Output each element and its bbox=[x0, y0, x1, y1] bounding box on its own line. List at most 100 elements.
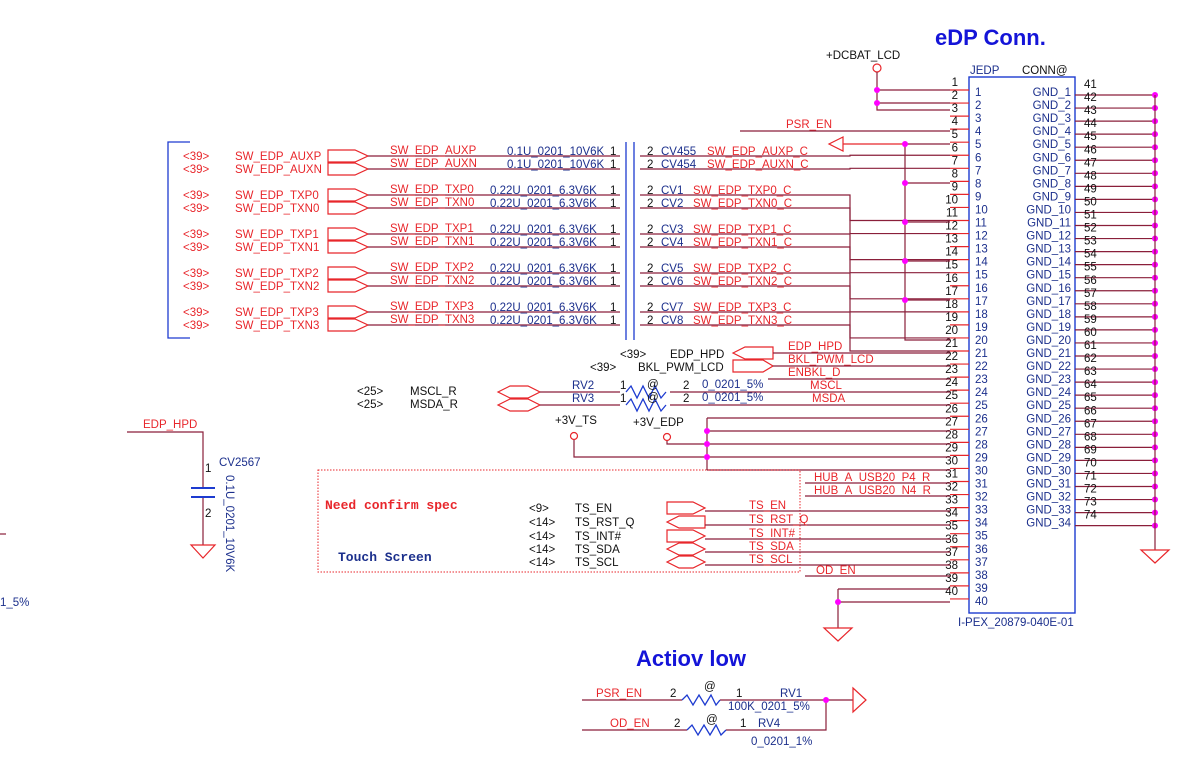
connector-outer-pin-number: 20 bbox=[945, 325, 958, 337]
power-3v-ts-label: +3V_TS bbox=[555, 415, 597, 427]
connector-outer-pin-number: 17 bbox=[945, 286, 958, 298]
connector-inner-pin-number: 5 bbox=[975, 139, 981, 151]
connector-outer-pin-number: 2 bbox=[952, 90, 958, 102]
connector-outer-pin-number: 29 bbox=[945, 442, 958, 454]
connector-gnd-pin-number: 49 bbox=[1084, 183, 1097, 195]
coupling-cap-ref: CV6 bbox=[661, 276, 683, 288]
connector-gnd-pin-number: 53 bbox=[1084, 236, 1097, 248]
connector-outer-pin-number: 31 bbox=[945, 469, 958, 481]
connector-outer-pin-number: 22 bbox=[945, 351, 958, 363]
connector-inner-pin-number: 30 bbox=[975, 465, 988, 477]
wire-usb bbox=[805, 482, 950, 497]
diff-pair-net-label: SW_EDP_TXP1 bbox=[390, 223, 474, 235]
mscl-msda-bidir-ports bbox=[496, 385, 542, 412]
connector-inner-pin-number: 26 bbox=[975, 413, 988, 425]
connector-outer-pin-number: 28 bbox=[945, 429, 958, 441]
hpd-cap-net: EDP_HPD bbox=[143, 419, 197, 431]
connector-outer-pin-number: 19 bbox=[945, 312, 958, 324]
net-usb-n: HUB_A_USB20_N4_R bbox=[814, 485, 931, 497]
pin-number: 2 bbox=[674, 718, 680, 730]
connector-inner-pin-number: 32 bbox=[975, 492, 988, 504]
connector-gnd-label: GND_18 bbox=[1026, 309, 1071, 321]
mscl-r-label: MSCL_R bbox=[410, 386, 457, 398]
coupling-cap-value: 0.22U_0201_6.3V6K bbox=[490, 315, 597, 327]
diff-pair-input-label: SW_EDP_AUXN bbox=[235, 164, 322, 176]
diff-pair-port bbox=[327, 266, 370, 280]
junction bbox=[902, 258, 908, 264]
assembly-mark: @ bbox=[647, 392, 659, 404]
diff-pair-input-label: SW_EDP_TXN0 bbox=[235, 203, 319, 215]
junction bbox=[874, 100, 880, 106]
connector-gnd-pin-number: 41 bbox=[1084, 79, 1097, 91]
diff-pair-port bbox=[327, 201, 370, 215]
msda-ref: <25> bbox=[357, 399, 384, 411]
connector-gnd-pin-number: 67 bbox=[1084, 418, 1097, 430]
edp-hpd-port bbox=[731, 346, 774, 360]
connector-outer-pin-number: 15 bbox=[945, 260, 958, 272]
connector-outer-pin-number: 30 bbox=[945, 455, 958, 467]
connector-gnd-pin-number: 70 bbox=[1084, 457, 1097, 469]
diff-pair-port bbox=[327, 279, 370, 293]
capacitor-cv2567 bbox=[191, 487, 215, 498]
connector-outer-pin-number: 38 bbox=[945, 560, 958, 572]
connector-inner-pin-number: 27 bbox=[975, 426, 988, 438]
pin-number: 2 bbox=[647, 302, 653, 314]
connector-gnd-pin-number: 58 bbox=[1084, 301, 1097, 313]
output-port bbox=[852, 686, 867, 714]
touch-signal-ref: <9> bbox=[529, 503, 549, 515]
diff-pair-port bbox=[327, 149, 370, 163]
junction bbox=[835, 599, 841, 605]
rv3-ref: RV3 bbox=[572, 393, 594, 405]
connector-inner-pin-number: 7 bbox=[975, 165, 981, 177]
connector-gnd-pin-number: 56 bbox=[1084, 275, 1097, 287]
pin-number: 1 bbox=[620, 393, 626, 405]
diff-pair-input-label: SW_EDP_TXN1 bbox=[235, 242, 319, 254]
connector-gnd-label: GND_15 bbox=[1026, 270, 1071, 282]
connector-gnd-pin-number: 43 bbox=[1084, 105, 1097, 117]
diff-pair-net-label: SW_EDP_TXN2 bbox=[390, 275, 474, 287]
coupling-cap-ref: CV4 bbox=[661, 237, 684, 249]
connector-inner-pin-number: 25 bbox=[975, 400, 988, 412]
net-mscl: MSCL bbox=[810, 380, 843, 392]
connector-gnd-pin-number: 59 bbox=[1084, 314, 1097, 326]
connector-gnd-pin-number: 72 bbox=[1084, 484, 1097, 496]
touch-signal-label: TS_SDA bbox=[575, 544, 620, 556]
pin-number: 2 bbox=[647, 198, 653, 210]
touch-signal-ref: <14> bbox=[529, 557, 556, 569]
connector-gnd-pin-number: 64 bbox=[1084, 379, 1097, 391]
connector-inner-pin-number: 22 bbox=[975, 361, 988, 373]
touch-signal-net: TS_SDA bbox=[749, 541, 794, 553]
gnd-ties bbox=[905, 143, 950, 301]
connector-inner-pin-number: 34 bbox=[975, 518, 988, 530]
rv2-ref: RV2 bbox=[572, 380, 594, 392]
pin-number: 2 bbox=[683, 393, 689, 405]
diff-pair-net-label: SW_EDP_TXP2 bbox=[390, 262, 474, 274]
subtitle-active-low: Actiov low bbox=[636, 646, 747, 671]
junction bbox=[704, 441, 710, 447]
connector-outer-pin-number: 34 bbox=[945, 508, 958, 520]
connector-ref: JEDP bbox=[970, 65, 1000, 77]
power-dcbat-taps bbox=[877, 89, 950, 104]
net-psr-en: PSR_EN bbox=[786, 119, 832, 131]
connector-inner-pin-number: 12 bbox=[975, 231, 988, 243]
pin-number: 2 bbox=[647, 159, 653, 171]
ground-symbol bbox=[1139, 549, 1171, 564]
connector-outer-pin-number: 1 bbox=[952, 77, 958, 89]
connector-gnd-label: GND_22 bbox=[1026, 361, 1071, 373]
net-usb-p: HUB_A_USB20_P4_R bbox=[814, 472, 930, 484]
touch-signal-label: TS_RST_Q bbox=[575, 517, 634, 529]
diff-pair-input-label: SW_EDP_TXP3 bbox=[235, 307, 319, 319]
edge-fragment-text: 1_5% bbox=[0, 597, 29, 609]
diff-pair-ref: <39> bbox=[183, 164, 210, 176]
diff-pair-port bbox=[327, 318, 370, 332]
connector-gnd-label: GND_17 bbox=[1026, 296, 1071, 308]
diff-pair-to-connector bbox=[640, 167, 950, 170]
resistor-rv2-rv3 bbox=[625, 384, 667, 413]
junction bbox=[902, 297, 908, 303]
connector-outer-pin-number: 10 bbox=[945, 194, 958, 206]
assembly-mark: @ bbox=[647, 379, 659, 391]
connector-outer-pin-number: 26 bbox=[945, 403, 958, 415]
coupling-cap-ref: CV2 bbox=[661, 198, 683, 210]
diff-pair-net-label: SW_EDP_AUXN bbox=[390, 158, 477, 170]
power-3v-ts-symbol bbox=[569, 431, 579, 441]
